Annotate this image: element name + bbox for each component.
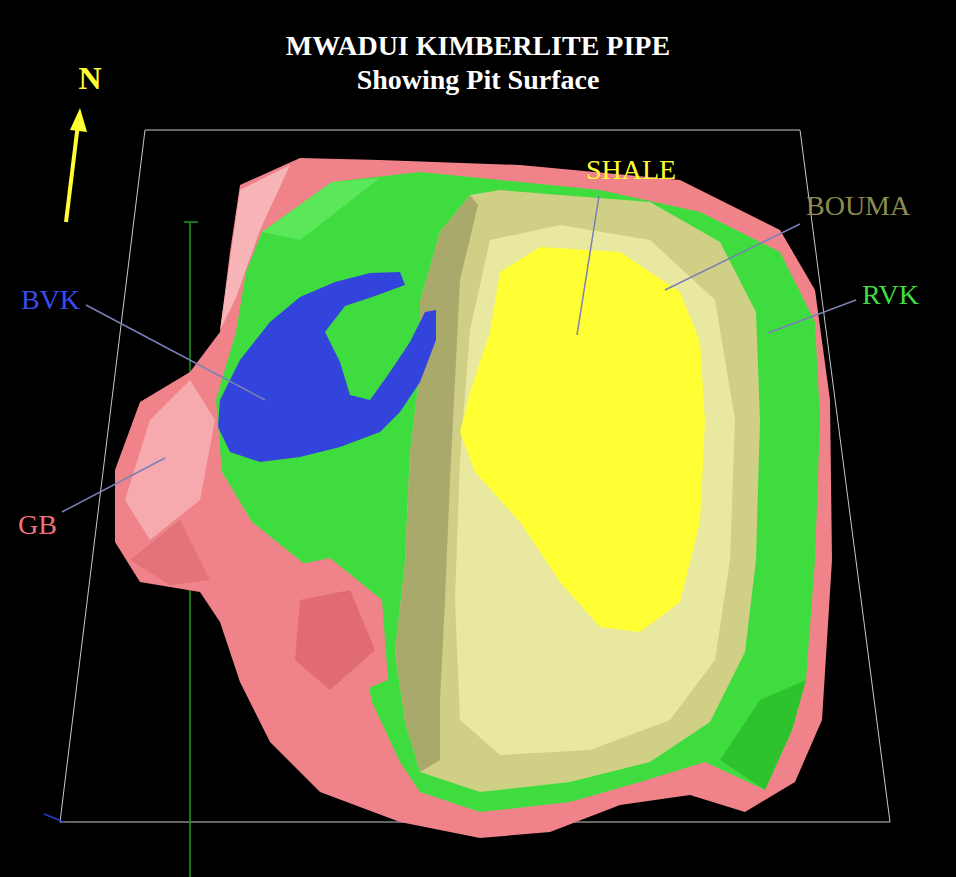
- leader-lines: [62, 196, 856, 512]
- rvk-facet: [720, 680, 806, 790]
- gb-facet: [295, 590, 375, 690]
- gb-unit: [262, 558, 388, 702]
- label-wrap: GB: [18, 509, 57, 541]
- label-wrap: Showing Pit Surface: [357, 64, 600, 96]
- subtitle: Showing Pit Surface: [357, 64, 600, 96]
- leader-line: [768, 300, 856, 333]
- gb-facet: [125, 380, 215, 540]
- north-arrow: [66, 124, 78, 222]
- leader-line: [577, 196, 599, 335]
- label-wrap: BOUMA: [806, 190, 910, 222]
- north-label: N: [78, 60, 101, 97]
- rvk-unit: [216, 172, 820, 812]
- rvk-facet: [262, 178, 380, 240]
- unit-label: BVK: [21, 284, 80, 316]
- bvk-unit: [218, 272, 436, 462]
- label-wrap: RVK: [862, 279, 919, 311]
- leader-line: [665, 224, 800, 290]
- axis-tick: [184, 221, 198, 223]
- label-wrap: BVK: [21, 284, 80, 316]
- label-wrap: SHALE: [586, 154, 676, 186]
- title: MWADUI KIMBERLITE PIPE: [286, 30, 670, 62]
- gb-unit: [115, 158, 832, 838]
- north-arrowhead: [70, 108, 87, 132]
- bouma-floor: [455, 225, 735, 755]
- unit-label: BOUMA: [806, 190, 910, 222]
- unit-label: GB: [18, 509, 57, 541]
- leader-line: [62, 458, 165, 512]
- gb-facet: [130, 520, 210, 585]
- axis-line: [44, 814, 64, 822]
- bouma-unit: [395, 190, 760, 792]
- box-edge: [145, 130, 800, 131]
- leader-line: [86, 305, 265, 400]
- unit-label: SHALE: [586, 154, 676, 186]
- title-wrap: MWADUI KIMBERLITE PIPE: [286, 30, 670, 62]
- label-wrap: N: [78, 60, 101, 97]
- unit-label: RVK: [862, 279, 919, 311]
